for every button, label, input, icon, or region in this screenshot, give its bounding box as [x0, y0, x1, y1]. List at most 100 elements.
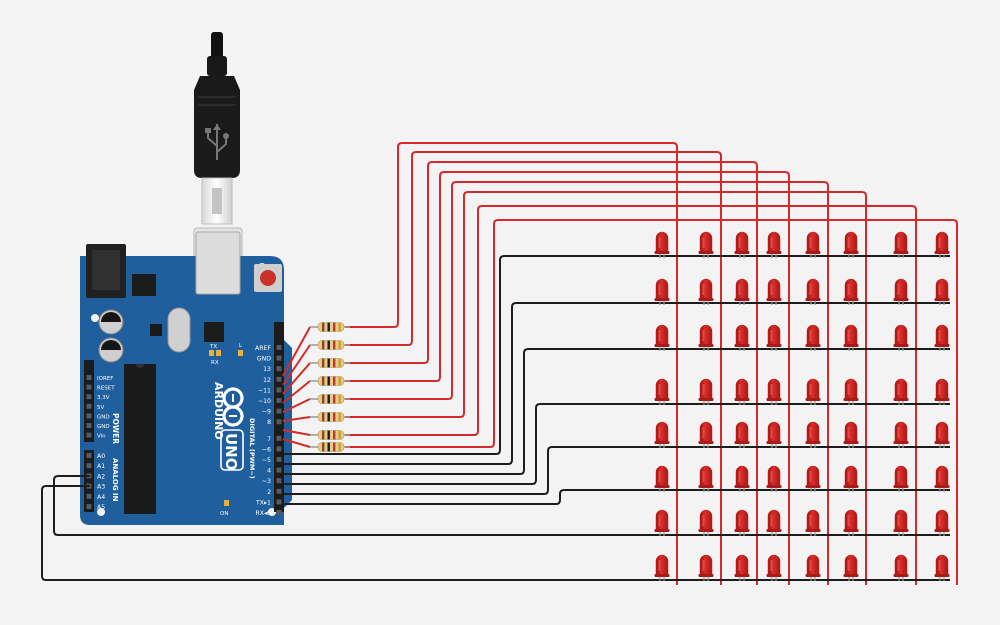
usb-port — [195, 231, 241, 295]
analog-pin-label: A3 — [97, 484, 105, 491]
led — [654, 465, 670, 492]
led — [805, 554, 821, 581]
led — [843, 509, 859, 536]
anode-column-wire — [345, 219, 958, 585]
digital-pin-label: ~11 — [258, 387, 271, 394]
led — [805, 278, 821, 305]
led — [698, 231, 714, 258]
anode-column-wire — [345, 161, 758, 585]
led — [934, 509, 950, 536]
l-label: L — [239, 343, 243, 349]
power-jack — [86, 244, 126, 298]
resistor — [310, 430, 350, 440]
resistor — [310, 358, 350, 368]
digital-pin-label: 12 — [263, 377, 271, 384]
crystal-oscillator — [167, 307, 191, 353]
led — [843, 554, 859, 581]
digital-pin-label: 7 — [267, 436, 271, 443]
led — [893, 278, 909, 305]
tx-label: TX — [209, 344, 217, 350]
analog-header-label: ANALOG IN — [111, 458, 119, 502]
resistor — [310, 412, 350, 422]
cathode-row-wire — [41, 485, 950, 581]
power-pin-label: 5V — [97, 405, 104, 411]
led — [843, 231, 859, 258]
led — [766, 554, 782, 581]
led — [805, 378, 821, 405]
led — [654, 509, 670, 536]
analog-pin-label: A1 — [97, 463, 105, 470]
led — [934, 554, 950, 581]
analog-header — [84, 450, 94, 512]
led — [766, 231, 782, 258]
led — [893, 231, 909, 258]
brand-label: ARDUINO — [212, 382, 225, 440]
pin-to-resistor-wire — [282, 438, 311, 448]
cathode-row-wire — [283, 446, 950, 495]
digital-pin-label: 2 — [267, 489, 271, 496]
led — [734, 554, 750, 581]
led — [654, 421, 670, 448]
led — [766, 465, 782, 492]
anode-wires — [282, 142, 958, 585]
led — [766, 421, 782, 448]
digital-header-label: DIGITAL (PWM~) — [248, 418, 256, 479]
led — [934, 278, 950, 305]
led — [843, 421, 859, 448]
anode-column-wire — [345, 151, 722, 585]
led — [893, 421, 909, 448]
pin-to-resistor-wire — [282, 344, 311, 386]
cathode-row-wire — [283, 255, 950, 455]
digital-header — [274, 322, 284, 512]
digital-pin-label: ~9 — [262, 409, 271, 416]
pin-to-resistor-wire — [282, 362, 311, 395]
led — [654, 278, 670, 305]
led — [734, 421, 750, 448]
on-label: ON — [220, 511, 228, 517]
led — [766, 324, 782, 351]
power-pin-label: 3.3V — [97, 395, 110, 401]
anode-column-wire — [345, 191, 867, 585]
led — [805, 324, 821, 351]
capacitors — [98, 309, 124, 363]
led — [734, 278, 750, 305]
voltage-regulator — [132, 274, 156, 296]
led — [805, 465, 821, 492]
power-pin-label: RESET — [97, 386, 115, 392]
led — [843, 324, 859, 351]
usb-chip — [204, 322, 224, 342]
pin-to-resistor-wire — [282, 380, 311, 404]
power-header-label: POWER — [111, 413, 120, 444]
reset-button[interactable] — [254, 264, 282, 292]
led — [934, 231, 950, 258]
digital-pin-label: TX▸1 — [255, 499, 271, 506]
led — [934, 465, 950, 492]
atmega-chip — [124, 364, 156, 514]
board-pins: AREFGND1312~11~10~987~6~54~32TX▸1RX◂0IOR… — [86, 345, 282, 517]
cathode-row-wire — [283, 403, 950, 485]
led-matrix — [654, 231, 950, 581]
digital-pin-label: GND — [257, 356, 271, 363]
power-pin-label: GND — [97, 414, 110, 420]
led — [734, 509, 750, 536]
pin-to-resistor-wire — [282, 398, 311, 413]
cathode-wires — [41, 255, 950, 581]
led — [843, 465, 859, 492]
led — [698, 421, 714, 448]
analog-pin-label: A2 — [97, 473, 105, 480]
led — [893, 378, 909, 405]
led — [698, 554, 714, 581]
anode-column-wire — [345, 205, 917, 585]
led — [805, 509, 821, 536]
arduino-board[interactable]: TX RX L ON ARDUINO UNO DIGITAL (PWM~) PO… — [80, 231, 292, 525]
pin-to-resistor-wire — [282, 326, 311, 377]
led — [734, 378, 750, 405]
cathode-row-wire — [283, 302, 950, 465]
led — [698, 324, 714, 351]
led — [698, 509, 714, 536]
analog-pin-label: A0 — [97, 453, 105, 460]
led — [734, 324, 750, 351]
rx-label: RX — [211, 360, 219, 366]
resistor — [310, 376, 350, 386]
